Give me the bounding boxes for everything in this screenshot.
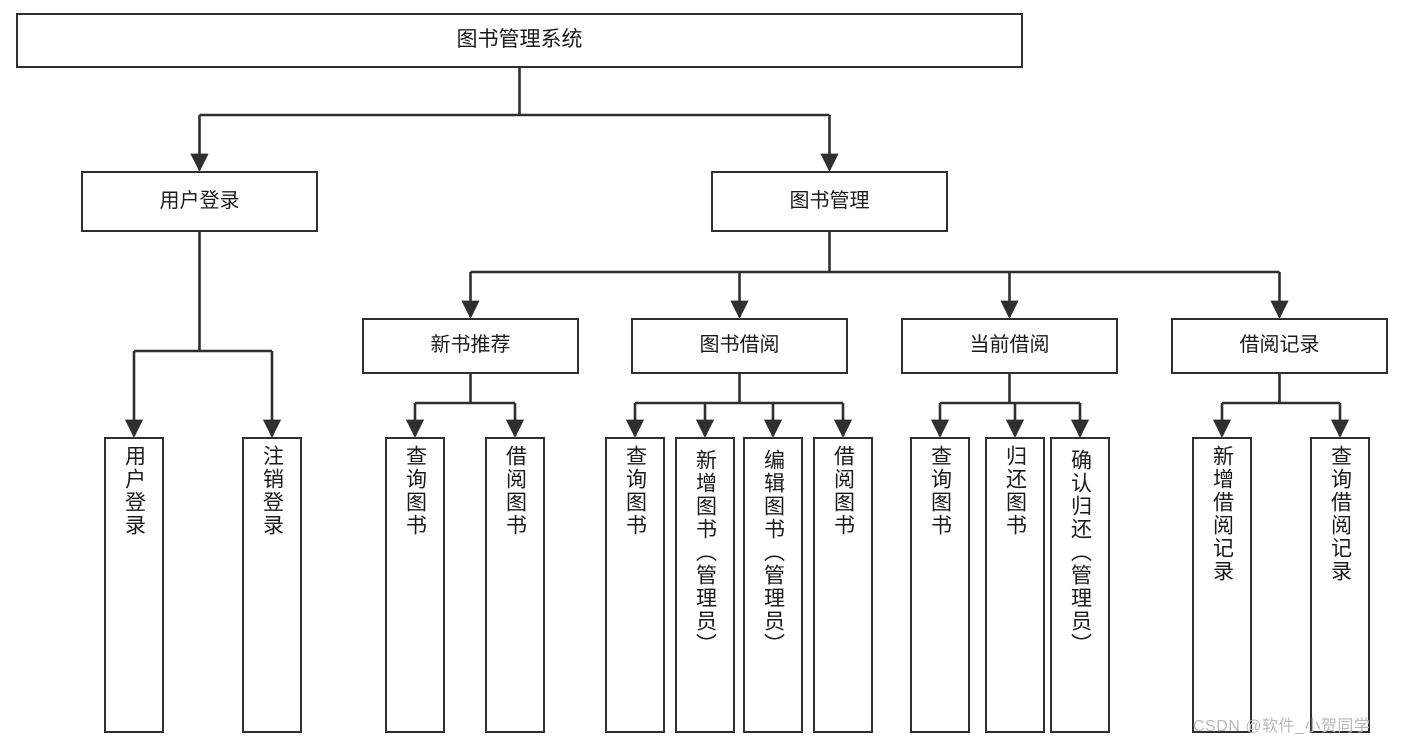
node-leaf-borrow-book-2-label: 借阅图书 [831, 445, 855, 537]
node-leaf-query-book-2[interactable]: 查询图书 [605, 437, 665, 733]
node-leaf-query-book-3-label: 查询图书 [928, 445, 952, 537]
node-book-borrow-label: 图书借阅 [699, 334, 780, 357]
node-new-book-recommend[interactable]: 新书推荐 [362, 318, 579, 374]
node-user-login[interactable]: 用户登录 [81, 171, 318, 232]
node-current-borrow-label: 当前借阅 [969, 334, 1050, 357]
node-leaf-edit-book-admin-label: 编辑图书（管理员） [761, 449, 785, 656]
node-leaf-borrow-book-1-label: 借阅图书 [503, 445, 527, 537]
node-new-book-recommend-label: 新书推荐 [430, 334, 511, 357]
node-leaf-query-book-3[interactable]: 查询图书 [910, 437, 970, 733]
node-leaf-logout-login-label: 注销登录 [260, 445, 284, 537]
node-borrow-record-label: 借阅记录 [1239, 334, 1320, 357]
node-leaf-query-borrow-record-label: 查询借阅记录 [1328, 445, 1352, 583]
node-leaf-confirm-return-admin[interactable]: 确认归还（管理员） [1050, 437, 1110, 733]
node-root-label: 图书管理系统 [456, 28, 583, 52]
node-leaf-confirm-return-admin-label: 确认归还（管理员） [1068, 449, 1092, 656]
node-leaf-query-book-1-label: 查询图书 [403, 445, 427, 537]
node-leaf-return-book-label: 归还图书 [1003, 445, 1027, 537]
node-leaf-borrow-book-1[interactable]: 借阅图书 [485, 437, 545, 733]
node-leaf-query-book-1[interactable]: 查询图书 [385, 437, 445, 733]
node-leaf-user-login[interactable]: 用户登录 [104, 437, 164, 733]
node-root[interactable]: 图书管理系统 [16, 13, 1023, 68]
node-book-manage[interactable]: 图书管理 [711, 171, 948, 232]
node-user-login-label: 用户登录 [159, 189, 240, 212]
node-leaf-add-borrow-record-label: 新增借阅记录 [1210, 445, 1234, 583]
node-leaf-user-login-label: 用户登录 [122, 445, 146, 537]
node-leaf-edit-book-admin[interactable]: 编辑图书（管理员） [743, 437, 803, 733]
node-leaf-add-book-admin[interactable]: 新增图书（管理员） [675, 437, 735, 733]
node-leaf-add-book-admin-label: 新增图书（管理员） [693, 449, 717, 656]
node-current-borrow[interactable]: 当前借阅 [901, 318, 1118, 374]
node-leaf-logout-login[interactable]: 注销登录 [242, 437, 302, 733]
node-book-borrow[interactable]: 图书借阅 [631, 318, 848, 374]
node-leaf-query-borrow-record[interactable]: 查询借阅记录 [1310, 437, 1370, 733]
node-leaf-query-book-2-label: 查询图书 [623, 445, 647, 537]
node-leaf-return-book[interactable]: 归还图书 [985, 437, 1045, 733]
node-borrow-record[interactable]: 借阅记录 [1171, 318, 1388, 374]
node-leaf-add-borrow-record[interactable]: 新增借阅记录 [1192, 437, 1252, 733]
node-leaf-borrow-book-2[interactable]: 借阅图书 [813, 437, 873, 733]
node-book-manage-label: 图书管理 [789, 189, 870, 212]
